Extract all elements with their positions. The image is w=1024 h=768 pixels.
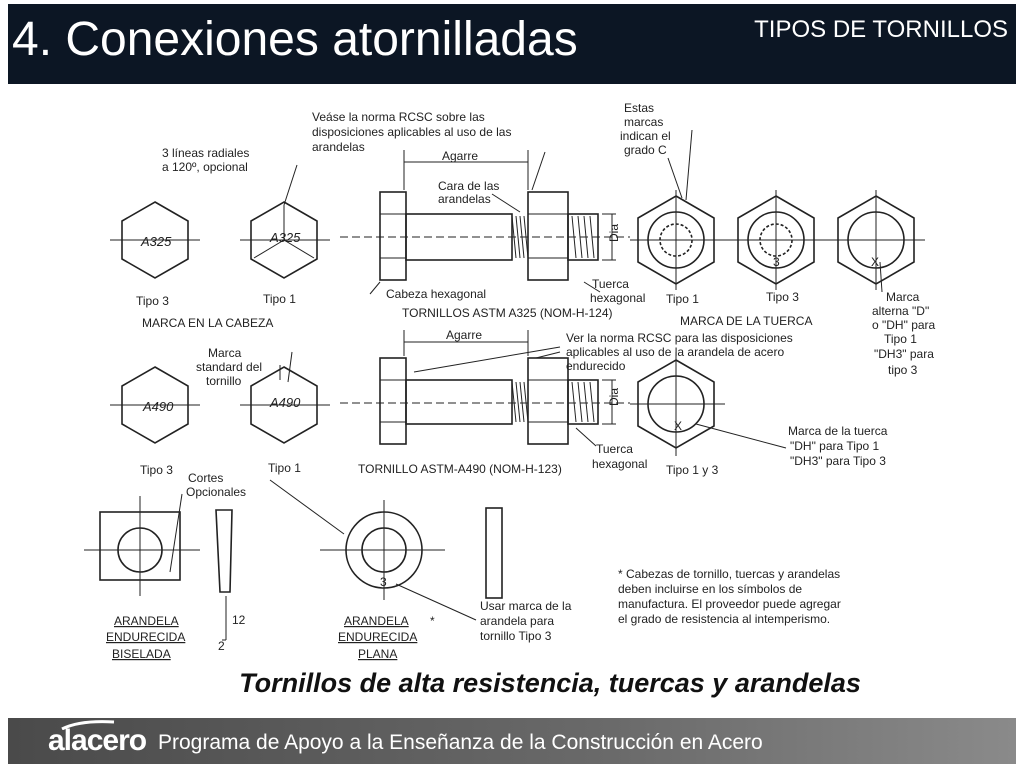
arandela-pl-2: ENDURECIDA xyxy=(338,630,417,644)
rcsc-note-line2: disposiciones aplicables al uso de las xyxy=(312,125,511,139)
tipo3-nut-label: Tipo 3 xyxy=(766,290,799,304)
tornillos-a325-label: TORNILLOS ASTM A325 (NOM-H-124) xyxy=(402,306,613,320)
bolt-shank-a490 xyxy=(405,379,513,425)
radial-lines-label-2: a 120º, opcional xyxy=(162,160,248,174)
nota-1: * Cabezas de tornillo, tuercas y arandel… xyxy=(618,567,840,581)
tipo1-head-label: Tipo 1 xyxy=(263,292,296,306)
nota-2: deben incluirse en los símbolos de xyxy=(618,582,802,596)
tuerca-hex-2b: hexagonal xyxy=(592,457,647,471)
nota-3: manufactura. El proveedor puede agregar xyxy=(618,597,841,611)
section-subtitle: TIPOS DE TORNILLOS xyxy=(754,16,1008,43)
marca-tuerca-1: Marca de la tuerca xyxy=(788,424,888,438)
alacero-logo-icon xyxy=(61,720,115,730)
cortes-1: Cortes xyxy=(188,471,223,485)
nut-side-a490 xyxy=(527,357,569,445)
radial-lines-label: 3 líneas radiales xyxy=(162,146,249,160)
hex-head-a325-tipo1 xyxy=(250,201,318,279)
agarre-label-mid: Agarre xyxy=(446,328,482,342)
tuerca-hex-1a: Tuerca xyxy=(592,277,629,291)
arandela-pl-1: ARANDELA xyxy=(344,614,409,628)
tuerca-hex-2a: Tuerca xyxy=(596,442,633,456)
bolt-types-diagram: A325 A325 A490 A490 3 líneas radiales a … xyxy=(84,101,936,661)
arandela-bis-1: ARANDELA xyxy=(114,614,179,628)
rcsc-mid-1: Ver la norma RCSC para las disposiciones xyxy=(566,331,793,345)
tuerca-hex-1b: hexagonal xyxy=(590,291,645,305)
nut-side-a325 xyxy=(527,191,569,281)
a325-mark-tipo3: A325 xyxy=(140,234,172,249)
slope-12: 12 xyxy=(232,613,246,627)
usar-marca-1: Usar marca de la xyxy=(480,599,572,613)
rcsc-note-line3: arandelas xyxy=(312,140,365,154)
slope-2: 2 xyxy=(218,639,225,653)
cabeza-hexagonal-label: Cabeza hexagonal xyxy=(386,287,486,301)
arandela-bis-3: BISELADA xyxy=(112,647,171,661)
nut-mark-x: X xyxy=(871,255,879,269)
bolt-head-side-a490 xyxy=(379,357,407,445)
footer-bar: alacero Programa de Apoyo a la Enseñanza… xyxy=(8,718,1016,764)
a325-mark-tipo1: A325 xyxy=(269,230,301,245)
marca-standard-3: tornillo xyxy=(206,374,242,388)
tornillo-a490-label: TORNILLO ASTM-A490 (NOM-H-123) xyxy=(358,462,562,476)
marca-standard-2: standard del xyxy=(196,360,262,374)
asterisk-mark: * xyxy=(430,614,435,628)
arandela-bis-2: ENDURECIDA xyxy=(106,630,185,644)
hex-head-a490-tipo1 xyxy=(250,366,318,444)
tipo1-nut-label: Tipo 1 xyxy=(666,292,699,306)
rcsc-mid-3: endurecido xyxy=(566,359,626,373)
estas-marcas-2: marcas xyxy=(624,115,663,129)
marca-alterna-5: "DH3" para xyxy=(874,347,934,361)
estas-marcas-1: Estas xyxy=(624,101,654,115)
threads-a490 xyxy=(511,381,595,423)
rcsc-note-line1: Veáse la norma RCSC sobre las xyxy=(312,110,485,124)
marca-alterna-4: Tipo 1 xyxy=(884,332,917,346)
bolt-head-side-a325 xyxy=(379,191,407,281)
marca-standard-1: Marca xyxy=(208,346,242,360)
tipo3-mid-label: Tipo 3 xyxy=(140,463,173,477)
arandela-pl-3: PLANA xyxy=(358,647,397,661)
marca-cabeza-label: MARCA EN LA CABEZA xyxy=(142,316,273,330)
washer-mark-3: 3 xyxy=(380,575,387,589)
agarre-label-top: Agarre xyxy=(442,149,478,163)
marca-alterna-1: Marca xyxy=(886,290,920,304)
hex-head-a325-tipo3 xyxy=(121,201,189,279)
marca-tuerca-3: "DH3" para Tipo 3 xyxy=(790,454,886,468)
page-title: 4. Conexiones atornilladas xyxy=(12,13,578,66)
rcsc-mid-2: aplicables al uso de la arandela de acer… xyxy=(566,345,784,359)
brand-logo: alacero xyxy=(48,724,147,757)
washer-bevel-profile xyxy=(215,509,233,593)
thread-end-a490 xyxy=(567,379,599,425)
marca-alterna-6: tipo 3 xyxy=(888,363,918,377)
marca-alterna-2: alterna "D" xyxy=(872,304,929,318)
cortes-2: Opcionales xyxy=(186,485,246,499)
estas-marcas-4: grado C xyxy=(624,143,667,157)
washer-flat-profile xyxy=(485,507,503,599)
a490-mark-tipo3: A490 xyxy=(142,399,174,414)
usar-marca-2: arandela para xyxy=(480,614,554,628)
tipo3-head-label: Tipo 3 xyxy=(136,294,169,308)
dia-label-top: Dia xyxy=(607,224,621,242)
nut-mid-x: X xyxy=(674,419,682,433)
marca-alterna-3: o "DH" para xyxy=(872,318,936,332)
title-bar: 4. Conexiones atornilladas TIPOS DE TORN… xyxy=(8,4,1016,84)
tipo-1y3-label: Tipo 1 y 3 xyxy=(666,463,719,477)
cara-arandelas-2: arandelas xyxy=(438,192,491,206)
figure-caption: Tornillos de alta resistencia, tuercas y… xyxy=(239,668,861,698)
nota-4: el grado de resistencia al intemperismo. xyxy=(618,612,830,626)
marca-tuerca-label: MARCA DE LA TUERCA xyxy=(680,314,812,328)
a490-mark-tipo1: A490 xyxy=(269,395,301,410)
tipo1-mid-label: Tipo 1 xyxy=(268,461,301,475)
usar-marca-3: tornillo Tipo 3 xyxy=(480,629,552,643)
dia-label-mid: Dia xyxy=(607,388,621,406)
hex-head-a490-tipo3 xyxy=(121,366,189,444)
marca-tuerca-2: "DH" para Tipo 1 xyxy=(790,439,880,453)
footer-tagline: Programa de Apoyo a la Enseñanza de la C… xyxy=(158,731,763,754)
nut-mark-3: 3 xyxy=(773,255,780,269)
cara-arandelas-1: Cara de las xyxy=(438,179,499,193)
estas-marcas-3: indican el xyxy=(620,129,671,143)
